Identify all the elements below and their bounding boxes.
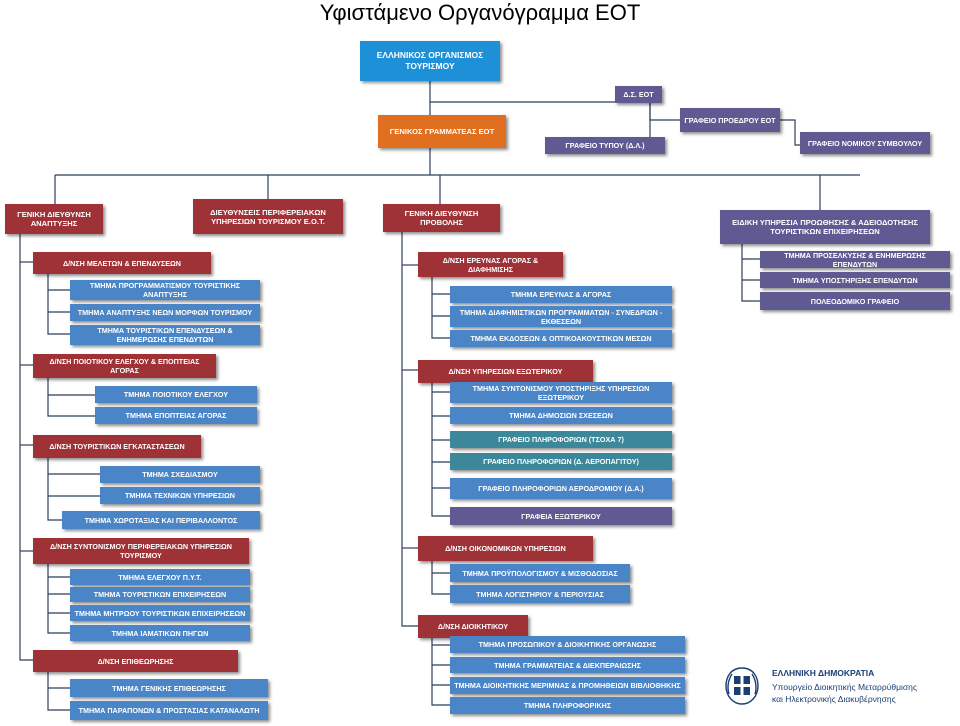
node-gd-provolis: ΓΕΝΙΚΗ ΔΙΕΥΘΥΝΣΗ ΠΡΟΒΟΛΗΣ [383, 204, 500, 232]
node-gen-grammateas: ΓΕΝΙΚΟΣ ΓΡΑΜΜΑΤΕΑΣ ΕΟΤ [378, 115, 506, 148]
logo-line-2: Υπουργείο Διοικητικής Μεταρρύθμισης [772, 682, 917, 692]
node-t-ekdoseon: ΤΜΗΜΑ ΕΚΔΟΣΕΩΝ & ΟΠΤΙΚΟΑΚΟΥΣΤΙΚΩΝ ΜΕΣΩΝ [450, 330, 672, 347]
node-dn-syntonismou: Δ/ΝΣΗ ΣΥΝΤΟΝΙΣΜΟΥ ΠΕΡΙΦΕΡΕΙΑΚΩΝ ΥΠΗΡΕΣΙΩ… [33, 538, 249, 564]
node-t-xorotaxias: ΤΜΗΜΑ ΧΩΡΟΤΑΞΙΑΣ ΚΑΙ ΠΕΡΙΒΑΛΛΟΝΤΟΣ [62, 511, 260, 529]
node-es-poleod: ΠΟΛΕΟΔΟΜΙΚΟ ΓΡΑΦΕΙΟ [760, 292, 950, 310]
node-dn-dioikitikou: Δ/ΝΣΗ ΔΙΟΙΚΗΤΙΚΟΥ [418, 615, 528, 638]
node-t-mitroou: ΤΜΗΜΑ ΜΗΤΡΩΟΥ ΤΟΥΡΙΣΤΙΚΩΝ ΕΠΙΧΕΙΡΗΣΕΩΝ [70, 605, 250, 621]
node-ds: Δ.Σ. ΕΟΤ [615, 86, 662, 103]
node-t-epopteias: ΤΜΗΜΑ ΕΠΟΠΤΕΙΑΣ ΑΓΟΡΑΣ [95, 407, 257, 424]
node-dieythynseis-perif: ΔΙΕΥΘΥΝΣΕΙΣ ΠΕΡΙΦΕΡΕΙΑΚΩΝ ΥΠΗΡΕΣΙΩΝ ΤΟΥΡ… [193, 199, 343, 234]
node-t-texnikon: ΤΜΗΜΑ ΤΕΧΝΙΚΩΝ ΥΠΗΡΕΣΙΩΝ [100, 487, 260, 504]
logo-line-1: ΕΛΛΗΝΙΚΗ ΔΗΜΟΚΡΑΤΙΑ [772, 668, 875, 678]
node-t-paraponon: ΤΜΗΜΑ ΠΑΡΑΠΟΝΩΝ & ΠΡΟΣΤΑΣΙΑΣ ΚΑΤΑΝΑΛΩΤΗ [70, 701, 268, 720]
node-t-poiotikou: ΤΜΗΜΑ ΠΟΙΟΤΙΚΟΥ ΕΛΕΓΧΟΥ [95, 386, 257, 403]
node-t-diafim: ΤΜΗΜΑ ΔΙΑΦΗΜΙΣΤΙΚΩΝ ΠΡΟΓΡΑΜΜΑΤΩΝ - ΣΥΝΕΔ… [450, 306, 672, 327]
node-t-grammateias: ΤΜΗΜΑ ΓΡΑΜΜΑΤΕΙΑΣ & ΔΙΕΚΠΕΡΑΙΩΣΗΣ [450, 657, 685, 673]
page-title: Υφιστάμενο Οργανόγραμμα ΕΟΤ [319, 0, 641, 25]
node-g-areopag: ΓΡΑΦΕΙΟ ΠΛΗΡΟΦΟΡΙΩΝ (Δ. ΑΕΡΟΠΑΓΙΤΟΥ) [450, 453, 672, 470]
node-t-pliroforikis: ΤΜΗΜΑ ΠΛΗΡΟΦΟΡΙΚΗΣ [450, 697, 685, 714]
logo-line-3: και Ηλεκτρονικής Διακυβέρνησης [772, 694, 896, 704]
node-eidiki-ypiresia: ΕΙΔΙΚΗ ΥΠΗΡΕΣΙΑ ΠΡΟΩΘΗΣΗΣ & ΑΔΕΙΟΔΟΤΗΣΗΣ… [720, 210, 930, 244]
node-gd-anaptyxis: ΓΕΝΙΚΗ ΔΙΕΥΘΥΝΣΗ ΑΝΑΠΤΥΞΗΣ [5, 204, 103, 234]
connectors-top [54, 81, 860, 210]
node-dn-poiotikou: Δ/ΝΣΗ ΠΟΙΟΤΙΚΟΥ ΕΛΕΓΧΟΥ & ΕΠΟΠΤΕΙΑΣ ΑΓΟΡ… [33, 354, 216, 378]
connectors-provolis [401, 232, 450, 706]
node-g-aerodr: ΓΡΑΦΕΙΟ ΠΛΗΡΟΦΟΡΙΩΝ ΑΕΡΟΔΡΟΜΙΟΥ (Δ.Α.) [450, 478, 672, 499]
connectors-anaptyxis [19, 234, 100, 711]
node-t-neon: ΤΜΗΜΑ ΑΝΑΠΤΥΞΗΣ ΝΕΩΝ ΜΟΡΦΩΝ ΤΟΥΡΙΣΜΟΥ [70, 304, 260, 321]
node-dn-oikonomikon: Δ/ΝΣΗ ΟΙΚΟΝΟΜΙΚΩΝ ΥΠΗΡΕΣΙΩΝ [418, 536, 593, 561]
node-t-gen-epith: ΤΜΗΜΑ ΓΕΝΙΚΗΣ ΕΠΙΘΕΩΡΗΣΗΣ [70, 679, 268, 697]
node-dn-meleton: Δ/ΝΣΗ ΜΕΛΕΤΩΝ & ΕΠΕΝΔΥΣΕΩΝ [33, 252, 211, 274]
node-es-ypostir: ΤΜΗΜΑ ΥΠΟΣΤΗΡΙΞΗΣ ΕΠΕΝΔΥΤΩΝ [760, 272, 950, 288]
node-t-epend: ΤΜΗΜΑ ΤΟΥΡΙΣΤΙΚΩΝ ΕΠΕΝΔΥΣΕΩΝ & ΕΝΗΜΕΡΩΣΗ… [70, 325, 260, 345]
connectors-eidiki [741, 244, 760, 302]
node-g-tsoxa: ΓΡΑΦΕΙΟ ΠΛΗΡΟΦΟΡΙΩΝ (ΤΣΟΧΑ 7) [450, 431, 672, 448]
node-t-synt-exot: ΤΜΗΜΑ ΣΥΝΤΟΝΙΣΜΟΥ ΥΠΟΣΤΗΡΙΞΗΣ ΥΠΗΡΕΣΙΩΝ … [450, 382, 672, 403]
ministry-logo: ΕΛΛΗΝΙΚΗ ΔΗΜΟΚΡΑΤΙΑ Υπουργείο Διοικητική… [722, 662, 960, 712]
node-t-prosopikou: ΤΜΗΜΑ ΠΡΟΣΩΠΙΚΟΥ & ΔΙΟΙΚΗΤΙΚΗΣ ΟΡΓΑΝΩΣΗΣ [450, 636, 685, 653]
node-t-dimosion: ΤΜΗΜΑ ΔΗΜΟΣΙΩΝ ΣΧΕΣΕΩΝ [450, 407, 672, 424]
node-grafeio-proedrou: ΓΡΑΦΕΙΟ ΠΡΟΕΔΡΟΥ ΕΟΤ [680, 108, 780, 132]
node-t-logistiriou: ΤΜΗΜΑ ΛΟΓΙΣΤΗΡΙΟΥ & ΠΕΡΙΟΥΣΙΑΣ [450, 585, 630, 603]
node-dn-exoterikou: Δ/ΝΣΗ ΥΠΗΡΕΣΙΩΝ ΕΞΩΤΕΡΙΚΟΥ [418, 360, 593, 383]
node-t-tour-epix: ΤΜΗΜΑ ΤΟΥΡΙΣΤΙΚΩΝ ΕΠΙΧΕΙΡΗΣΕΩΝ [70, 587, 250, 602]
node-t-proypol: ΤΜΗΜΑ ΠΡΟΫΠΟΛΟΓΙΣΜΟΥ & ΜΙΣΘΟΔΟΣΙΑΣ [450, 564, 630, 582]
node-grafeio-typou: ΓΡΑΦΕΙΟ ΤΥΠΟΥ (Δ.Λ.) [545, 137, 665, 154]
node-dn-ereynas: Δ/ΝΣΗ ΕΡΕΥΝΑΣ ΑΓΟΡΑΣ & ΔΙΑΦΗΜΙΣΗΣ [418, 252, 563, 277]
node-t-elegxou: ΤΜΗΜΑ ΕΛΕΓΧΟΥ Π.Υ.Τ. [70, 569, 250, 585]
greek-emblem-icon [725, 667, 759, 705]
node-t-sxediasmou: ΤΜΗΜΑ ΣΧΕΔΙΑΣΜΟΥ [100, 466, 260, 483]
node-g-exoterikou: ΓΡΑΦΕΙΑ ΕΞΩΤΕΡΙΚΟΥ [450, 507, 672, 525]
node-t-iamatikon: ΤΜΗΜΑ ΙΑΜΑΤΙΚΩΝ ΠΗΓΩΝ [70, 625, 250, 641]
node-dn-epitheorisis: Δ/ΝΣΗ ΕΠΙΘΕΩΡΗΣΗΣ [33, 650, 238, 672]
node-dn-egkat: Δ/ΝΣΗ ΤΟΥΡΙΣΤΙΚΩΝ ΕΓΚΑΤΑΣΤΑΣΕΩΝ [33, 435, 201, 458]
node-t-ereynas: ΤΜΗΜΑ ΕΡΕΥΝΑΣ & ΑΓΟΡΑΣ [450, 286, 672, 303]
node-t-programm: ΤΜΗΜΑ ΠΡΟΓΡΑΜΜΑΤΙΣΜΟΥ ΤΟΥΡΙΣΤΙΚΗΣ ΑΝΑΠΤΥ… [70, 280, 260, 300]
node-t-merimnas: ΤΜΗΜΑ ΔΙΟΙΚΗΤΙΚΗΣ ΜΕΡΙΜΝΑΣ & ΠΡΟΜΗΘΕΙΩΝ … [450, 677, 685, 694]
node-es-prosel: ΤΜΗΜΑ ΠΡΟΣΕΛΚΥΣΗΣ & ΕΝΗΜΕΡΩΣΗΣ ΕΠΕΝΔΥΤΩΝ [760, 251, 950, 269]
node-grafeio-nomikou: ΓΡΑΦΕΙΟ ΝΟΜΙΚΟΥ ΣΥΜΒΟΥΛΟΥ [800, 132, 930, 154]
node-eot: ΕΛΛΗΝΙΚΟΣ ΟΡΓΑΝΙΣΜΟΣ ΤΟΥΡΙΣΜΟΥ [360, 41, 500, 81]
